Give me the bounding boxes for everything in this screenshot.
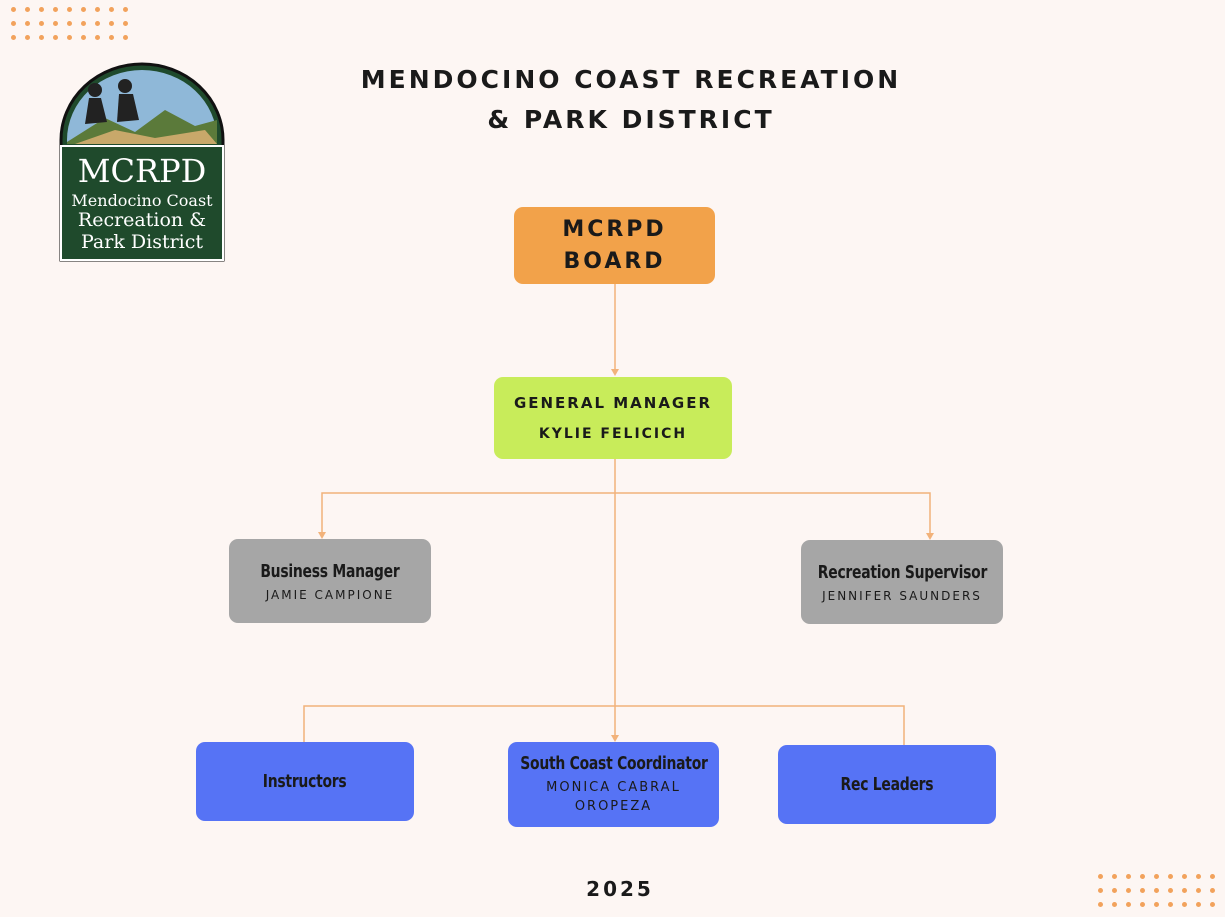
decorative-dot (1182, 888, 1187, 893)
decorative-dot (1210, 888, 1215, 893)
decorative-dot (25, 7, 30, 12)
rec-leaders-box: Rec Leaders (778, 745, 996, 824)
decorative-dot (1112, 888, 1117, 893)
decorative-dot (81, 35, 86, 40)
instructors-role: Instructors (263, 771, 347, 792)
decorative-dot (1182, 874, 1187, 879)
arrowhead-recreation-supervisor (926, 533, 934, 540)
decorative-dot (1126, 888, 1131, 893)
south-coast-coordinator-name: MONICA CABRAL OROPEZA (546, 778, 681, 816)
decorative-dot (95, 35, 100, 40)
decorative-dot (1154, 902, 1159, 907)
arrowhead-business-manager (318, 532, 326, 539)
decorative-dot (1140, 874, 1145, 879)
general-manager-role: GENERAL MANAGER (513, 394, 713, 412)
decorative-dot (25, 21, 30, 26)
decorative-dot (123, 21, 128, 26)
decorative-dot (39, 35, 44, 40)
decorative-dot (1098, 902, 1103, 907)
decorative-dot (1196, 902, 1201, 907)
decorative-dot (1112, 902, 1117, 907)
arrowhead-gm (611, 369, 619, 376)
instructors-box: Instructors (196, 742, 414, 821)
decorative-dot (39, 21, 44, 26)
decorative-dot (1210, 874, 1215, 879)
general-manager-box: GENERAL MANAGER KYLIE FELICICH (494, 377, 732, 459)
decorative-dot (67, 7, 72, 12)
decorative-dot (53, 7, 58, 12)
decorative-dot (95, 21, 100, 26)
decorative-dot (1154, 874, 1159, 879)
decorative-dot (1210, 902, 1215, 907)
decorative-dot (109, 21, 114, 26)
decorative-dot (11, 7, 16, 12)
recreation-supervisor-name: JENNIFER SAUNDERS (822, 588, 982, 603)
title-line1: MENDOCINO COAST RECREATION (360, 65, 902, 94)
decorative-dot (53, 35, 58, 40)
board-label-line2: BOARD (563, 248, 666, 274)
connector-staff-branch (303, 705, 905, 745)
board-label-line1: MCRPD (562, 216, 667, 242)
decorative-dot (109, 35, 114, 40)
decorative-dot (1168, 874, 1173, 879)
decorative-dot (123, 7, 128, 12)
decorative-dot (109, 7, 114, 12)
decorative-dot (1196, 874, 1201, 879)
business-manager-name: JAMIE CAMPIONE (265, 587, 395, 602)
decorative-dot (1140, 888, 1145, 893)
logo-abbr: MCRPD (78, 152, 207, 190)
decorative-dot (1098, 874, 1103, 879)
decorative-dot (1140, 902, 1145, 907)
decorative-dot (1126, 874, 1131, 879)
business-manager-box: Business Manager JAMIE CAMPIONE (229, 539, 431, 623)
footer-year: 2025 (586, 877, 654, 901)
general-manager-name: KYLIE FELICICH (538, 426, 688, 442)
south-coast-coordinator-role: South Coast Coordinator (519, 753, 708, 774)
connector-managers-branch (321, 492, 931, 533)
decorative-dot (1098, 888, 1103, 893)
south-coast-coordinator-name-line1: MONICA CABRAL (546, 780, 681, 795)
mcrpd-logo: MCRPD Mendocino Coast Recreation & Park … (59, 62, 225, 262)
recreation-supervisor-box: Recreation Supervisor JENNIFER SAUNDERS (801, 540, 1003, 624)
decorative-dot (81, 7, 86, 12)
decorative-dot (81, 21, 86, 26)
decorative-dot (53, 21, 58, 26)
south-coast-coordinator-box: South Coast Coordinator MONICA CABRAL OR… (508, 742, 719, 827)
decorative-dot (1126, 902, 1131, 907)
decorative-dot (11, 35, 16, 40)
decorative-dot (11, 21, 16, 26)
decorative-dot (1196, 888, 1201, 893)
recreation-supervisor-role: Recreation Supervisor (817, 561, 987, 583)
board-box: MCRPD BOARD (514, 207, 715, 284)
decorative-dot (1182, 902, 1187, 907)
decorative-dot (67, 35, 72, 40)
decorative-dot (1112, 874, 1117, 879)
decorative-dot (1168, 888, 1173, 893)
arrowhead-south-coast (611, 735, 619, 742)
logo-line1: Mendocino Coast (71, 191, 213, 210)
business-manager-role: Business Manager (260, 560, 400, 582)
decorative-dot (67, 21, 72, 26)
decorative-dot (39, 7, 44, 12)
title-line2: & PARK DISTRICT (487, 105, 775, 134)
decorative-dot (95, 7, 100, 12)
page-title: MENDOCINO COAST RECREATION & PARK DISTRI… (300, 60, 962, 140)
south-coast-coordinator-name-line2: OROPEZA (574, 799, 653, 814)
decorative-dot (25, 35, 30, 40)
logo-line2: Recreation & (78, 209, 206, 231)
decorative-dot (1168, 902, 1173, 907)
logo-line3: Park District (81, 231, 203, 253)
decorative-dot (1154, 888, 1159, 893)
decorative-dot (123, 35, 128, 40)
rec-leaders-role: Rec Leaders (840, 774, 934, 795)
